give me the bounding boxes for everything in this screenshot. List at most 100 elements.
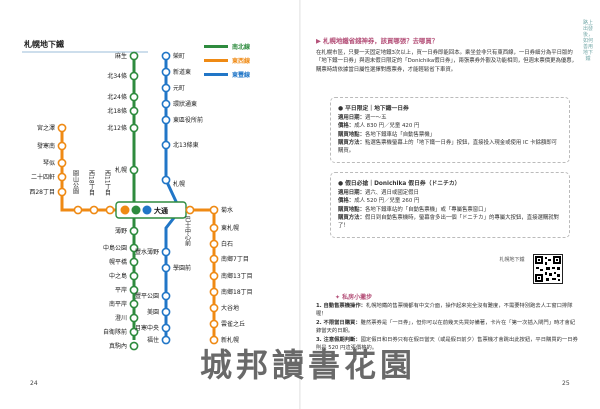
station-namboku-4-dot: [129, 123, 139, 133]
station-namboku-s3-label: 平岸: [115, 287, 127, 294]
station-toho-n2-dot: [161, 83, 171, 93]
station-tozai-w2-label: 琴似: [43, 160, 55, 167]
station-namboku-susukino-dot: [129, 226, 139, 236]
station-toho-n2-label: 元町: [173, 85, 185, 92]
page-gutter: [299, 0, 301, 409]
station-toho-s0-label: 豐水薄野: [135, 248, 159, 256]
ticket-weekend-line-3-key: 購買方法：: [338, 214, 365, 221]
legend-label-tozai: 東西線: [232, 57, 250, 65]
station-tozai-w3-label: 二十四軒: [31, 173, 55, 181]
station-tozai-e5-dot: [209, 287, 219, 297]
odori-tozai-dot: [120, 205, 130, 215]
tip-heading: 2. 不限當日購買：: [316, 320, 361, 326]
station-tozai-e3-label: 南鄉7丁目: [221, 255, 249, 263]
question-text: 札幌地鐵省錢神券，該買哪張？去哪買？: [323, 37, 439, 45]
station-namboku-s7-dot: [129, 341, 139, 351]
odori-label: 大通: [154, 206, 169, 215]
station-tozai-e6-dot: [209, 303, 219, 313]
ticket-weekend-line-2: 購買地點：各地下鐵車站的「自動售票機」或「專屬售票窗口」: [338, 206, 562, 214]
station-tozai-bus-dot: [185, 205, 195, 215]
tips-title-text: 私房小撇步: [342, 294, 373, 301]
side-tab: 路上出發後，如何善用地下鐵: [582, 20, 593, 62]
station-namboku-s3-dot: [129, 285, 139, 295]
ticket-weekday-line-0-key: 適用日期：: [338, 115, 365, 121]
station-tozai-w2-dot: [57, 158, 67, 168]
station-tozai-w4-label: 西28丁目: [29, 189, 55, 196]
intro-paragraph: 在札幌市區，只要一天固定地鐵3次以上，買一日券即能回本。乘坐並非只有東西線，一日…: [316, 50, 578, 73]
map-title: 札幌地下鐵: [23, 39, 64, 49]
station-tozai-e2-label: 白石: [221, 240, 233, 248]
station-namboku-0-dot: [129, 51, 139, 61]
station-namboku-1-dot: [129, 71, 139, 81]
station-tozai-bus-label: 巴士中心前: [184, 216, 191, 247]
ticket-weekday-line-3: 購買方法：點選售票機螢幕上的「地下鐵一日券」按鈕，直接投入現金或使用 IC 卡餘…: [338, 139, 562, 156]
station-tozai-w0-dot: [57, 123, 67, 133]
station-tozai-w3-dot: [57, 172, 67, 182]
station-namboku-3-label: 北18條: [107, 107, 127, 115]
legend-label-toho: 東豐線: [232, 71, 250, 79]
ticket-weekend-title: 假日必搶｜Donichika 假日券（ドニチカ）: [345, 181, 461, 187]
station-toho-n3-label: 環狀通東: [173, 100, 197, 108]
station-namboku-2-label: 北24條: [107, 93, 127, 101]
ticket-weekend-line-0-key: 適用日期：: [338, 190, 365, 196]
odori-namboku-dot: [131, 205, 141, 215]
station-namboku-s5-label: 澄川: [115, 314, 127, 322]
tip-body: 雖然票券是「一日券」，但你可以在前幾天先買好備著，卡片在「第一次插入閘門」時才會…: [316, 320, 576, 334]
station-tozai-v0-label: 圓山公園: [72, 170, 79, 195]
station-tozai-e0-dot: [209, 205, 219, 215]
qr-pattern-icon: [535, 256, 561, 282]
station-toho-sapporo-dot: [161, 175, 171, 185]
station-toho-s3-dot: [161, 307, 171, 317]
station-tozai-e2-dot: [209, 239, 219, 249]
station-toho-n4-label: 東區役所前: [173, 116, 203, 124]
ticket-box-weekend: ● 假日必搶｜Donichika 假日券（ドニチカ） 適用日期：週六、週日或國定…: [330, 172, 570, 238]
station-namboku-0-label: 麻生: [115, 52, 127, 60]
ticket-weekend-line-3-value: 假日到自動售票機時，螢幕會多出一個「ドニチカ」的專屬大按鈕，直接選購就對了！: [338, 214, 560, 230]
station-toho-n3-dot: [161, 99, 171, 109]
station-tozai-e8-label: 新札幌: [221, 336, 239, 344]
qr-code: [533, 254, 563, 284]
tip-body: 札幌地鐵的售票機都有中文介面，操作起來完全沒有難度，不需要特別跑去人工窗口排隊喔…: [316, 303, 573, 317]
station-namboku-5-dot: [129, 165, 139, 175]
station-namboku-s0-label: 中島公園: [103, 244, 127, 252]
ticket-weekday-line-0: 適用日期：週一～五: [338, 114, 562, 122]
station-toho-s1-dot: [161, 263, 171, 273]
station-namboku-s4-dot: [129, 299, 139, 309]
station-toho-n1-label: 新道東: [173, 68, 191, 76]
station-tozai-e7-dot: [209, 319, 219, 329]
ticket-weekday-line-3-value: 點選售票機螢幕上的「地下鐵一日券」按鈕，直接投入現金或使用 IC 卡餘額即可購買…: [338, 139, 558, 155]
station-toho-n4-dot: [161, 115, 171, 125]
station-toho-n0-label: 榮町: [173, 52, 185, 60]
station-namboku-5-label: 札幌: [115, 166, 127, 174]
ticket-weekend-line-0: 適用日期：週六、週日或國定假日: [338, 189, 562, 197]
station-tozai-e1-label: 東札幌: [221, 224, 239, 232]
legend-swatch-namboku: [204, 45, 228, 48]
station-toho-n0-dot: [161, 51, 171, 61]
station-toho-s4-label: 月寒中央: [135, 324, 159, 332]
station-tozai-v1-label: 西18丁目: [88, 170, 95, 197]
station-namboku-s2-dot: [129, 271, 139, 281]
legend: 南北線 東西線 東豐線: [204, 43, 250, 79]
station-toho-s5-label: 福住: [147, 336, 159, 344]
legend-label-namboku: 南北線: [232, 43, 250, 51]
station-toho-n1-dot: [161, 67, 171, 77]
ticket-weekend-line-1: 價格：成人 520 円／兒童 260 円: [338, 197, 562, 205]
station-toho-s2-dot: [161, 291, 171, 301]
tip-item: 2. 不限當日購買：雖然票券是「一日券」，但你可以在前幾天先買好備著，卡片在「第…: [316, 319, 578, 335]
page-number-right: 25: [562, 380, 570, 387]
watermark: 城邦讀書花園: [200, 346, 417, 384]
ticket-weekday-line-2-key: 購買地點：: [338, 131, 365, 138]
legend-swatch-toho: [204, 73, 228, 76]
station-namboku-susukino-label: 薄野: [115, 227, 127, 235]
station-namboku-s1-dot: [129, 257, 139, 267]
ticket-weekday-line-3-key: 購買方法：: [338, 139, 365, 146]
ticket-weekend-line-1-value: 成人 520 円／兒童 260 円: [354, 198, 420, 205]
station-tozai-e1-dot: [209, 223, 219, 233]
tip-item: 1. 自動售票機操作：札幌地鐵的售票機都有中文介面，操作起來完全沒有難度，不需要…: [316, 302, 578, 318]
ticket-weekend-line-2-key: 購買地點：: [338, 206, 365, 213]
subway-map: 札幌地下鐵 南北線 東西線 東豐線 大通 麻生北34條北24條北18條北12條札…: [22, 39, 253, 351]
tip-item: 3. 注意假期判斷：國定假日和日券只有在假日當天（或是假日前夕）售票機才會跳出此…: [316, 336, 578, 352]
ticket-weekday-header: ● 平日限定｜地下鐵一日券: [338, 106, 409, 112]
odori-transfer: 大通: [115, 201, 187, 219]
